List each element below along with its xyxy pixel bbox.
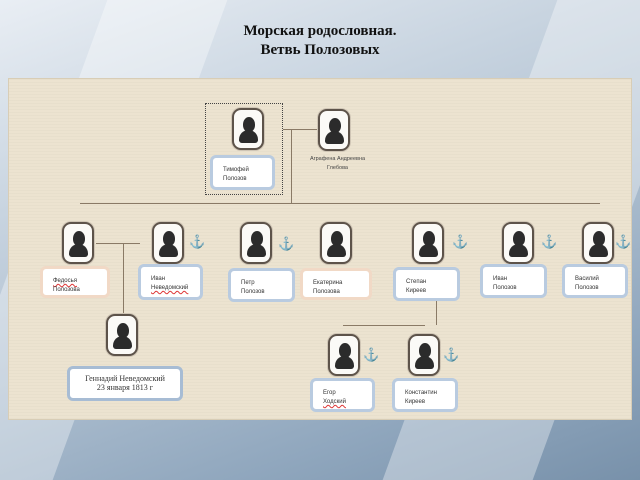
portrait-ivan-n[interactable] xyxy=(152,222,184,264)
first-name: Иван xyxy=(151,276,166,282)
portrait-ivan-p[interactable] xyxy=(502,222,534,264)
connector xyxy=(343,325,425,326)
page-title: Морская родословная. Ветвь Полозовых xyxy=(0,22,640,60)
last-name: Киреев xyxy=(405,399,426,405)
connector xyxy=(291,129,292,203)
first-name: Степан xyxy=(406,279,427,285)
title-line-1: Морская родословная. xyxy=(243,23,397,39)
last-name: Полозов xyxy=(223,176,247,182)
first-name: Василий xyxy=(575,276,599,282)
last-name: Полозов xyxy=(575,285,599,291)
last-name: Полозова xyxy=(53,287,80,293)
selection-outline xyxy=(205,103,283,195)
portrait-fedosya[interactable] xyxy=(62,222,94,264)
connector xyxy=(283,129,318,130)
portrait-vasiliy[interactable] xyxy=(582,222,614,264)
anchor-icon: ⚓ xyxy=(363,347,380,362)
portrait-gennady[interactable] xyxy=(106,314,138,356)
full-name: Геннадий Неведомский xyxy=(85,374,165,383)
anchor-icon: ⚓ xyxy=(189,234,206,249)
first-name: Иван xyxy=(493,276,508,282)
portrait-konstantin[interactable] xyxy=(408,334,440,376)
last-name: Полозова xyxy=(313,289,340,295)
anchor-icon: ⚓ xyxy=(443,347,460,362)
first-name: Егор xyxy=(323,390,336,396)
first-name: Федосья xyxy=(53,278,77,284)
portrait-petr[interactable] xyxy=(240,222,272,264)
portrait-timofey[interactable] xyxy=(232,108,264,150)
anchor-icon: ⚓ xyxy=(541,234,558,249)
connector xyxy=(123,243,124,313)
first-name: Екатерина xyxy=(313,280,343,286)
first-name: Константин xyxy=(405,390,437,396)
last-name: Ходский xyxy=(323,399,346,405)
last-name: Киреев xyxy=(406,288,427,294)
first-name: Аграфена Андреевна xyxy=(309,156,366,162)
portrait-agrafena[interactable] xyxy=(318,109,350,151)
last-name: Неведомский xyxy=(151,285,189,291)
last-name: Полозов xyxy=(493,285,517,291)
portrait-ekaterina[interactable] xyxy=(320,222,352,264)
first-name: Тимофей xyxy=(223,167,249,173)
first-name: Петр xyxy=(241,280,255,286)
connector xyxy=(436,300,437,325)
connector xyxy=(80,203,600,204)
last-name: Полозов xyxy=(241,289,265,295)
connector xyxy=(96,243,140,244)
portrait-stepan[interactable] xyxy=(412,222,444,264)
anchor-icon: ⚓ xyxy=(615,234,632,249)
anchor-icon: ⚓ xyxy=(278,236,295,251)
birth-date: 23 января 1813 г xyxy=(96,383,154,392)
title-line-2: Ветвь Полозовых xyxy=(260,42,380,58)
last-name: Глебова xyxy=(326,165,348,171)
anchor-icon: ⚓ xyxy=(452,234,469,249)
portrait-egor[interactable] xyxy=(328,334,360,376)
